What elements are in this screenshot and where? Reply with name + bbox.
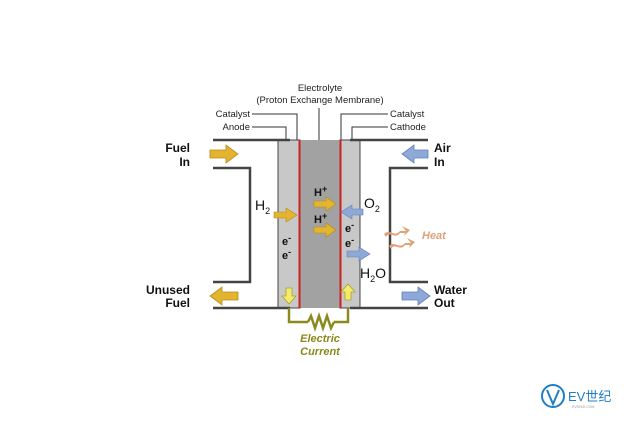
electron-left-2: e- xyxy=(282,247,291,262)
ev-logo-circle xyxy=(541,384,565,408)
electron-left-2-charge: - xyxy=(288,247,291,257)
air-in-label-line1: Air xyxy=(434,141,451,155)
catalyst-right-leader xyxy=(340,113,388,150)
hplus-1-charge: + xyxy=(322,184,327,194)
hplus-1-symbol: H xyxy=(314,187,322,199)
cathode-flow-plate xyxy=(350,138,428,310)
hplus-2-charge: + xyxy=(322,211,327,221)
air-in-arrow xyxy=(401,144,429,164)
h2o-subscript: 2 xyxy=(370,274,375,284)
heat-label: Heat xyxy=(422,230,447,242)
unused-fuel-label-line1: Unused xyxy=(146,283,190,297)
o2-label: O2 xyxy=(364,195,380,214)
electron-right-1: e- xyxy=(345,220,354,235)
water-product-arrow xyxy=(346,246,371,262)
membrane-label: (Proton Exchange Membrane) xyxy=(256,95,383,106)
catalyst-left-label: Catalyst xyxy=(216,109,251,120)
unused-fuel-arrow xyxy=(209,286,239,306)
anode-label: Anode xyxy=(223,122,250,133)
electron-right-2-symbol: e xyxy=(345,238,351,250)
h2o-o: O xyxy=(375,265,386,281)
cathode-label: Cathode xyxy=(390,122,426,133)
water-out-label-line1: Water xyxy=(434,283,467,297)
external-circuit xyxy=(287,308,350,332)
electron-left-1: e- xyxy=(282,233,291,248)
current-up-arrow xyxy=(340,283,356,301)
ev-logo-small-text: EVSHIJI.COM xyxy=(572,405,594,409)
hplus-arrow-1 xyxy=(313,196,337,212)
hplus-label-1: H+ xyxy=(314,184,327,199)
ev-logo: EV世纪 EVSHIJI.COM xyxy=(541,384,611,409)
h2o-label: H2O xyxy=(360,265,386,284)
water-out-label-line2: Out xyxy=(434,296,455,310)
proton-exchange-membrane xyxy=(300,140,340,308)
electron-left-2-symbol: e xyxy=(282,250,288,262)
electron-right-1-charge: - xyxy=(351,220,354,230)
h2-arrow xyxy=(273,207,298,223)
anode-electrode xyxy=(277,139,301,309)
electron-right-1-symbol: e xyxy=(345,223,351,235)
air-in-label-line2: In xyxy=(434,155,445,169)
h2o-h: H xyxy=(360,265,370,281)
unused-fuel-label-line2: Fuel xyxy=(165,296,190,310)
electrolyte-label: Electrolyte xyxy=(298,83,342,94)
ev-logo-text: EV世纪 xyxy=(568,389,611,404)
fuel-in-label-line1: Fuel xyxy=(165,141,190,155)
ev-logo-v-mark xyxy=(546,389,560,407)
o2-arrow xyxy=(340,204,364,220)
h2-label: H2 xyxy=(255,197,270,216)
water-out-arrow xyxy=(401,286,431,306)
hplus-label-2: H+ xyxy=(314,211,327,226)
electron-right-2: e- xyxy=(345,235,354,250)
electron-left-1-charge: - xyxy=(288,233,291,243)
h2-subscript: 2 xyxy=(265,206,270,216)
fuel-in-label-line2: In xyxy=(179,155,190,169)
anode-flow-plate xyxy=(213,138,290,310)
o2-symbol: O xyxy=(364,195,375,211)
electron-left-1-symbol: e xyxy=(282,236,288,248)
hplus-2-symbol: H xyxy=(314,214,322,226)
catalyst-right-label: Catalyst xyxy=(390,109,425,120)
heat-arrows xyxy=(384,226,415,249)
current-label: Current xyxy=(300,346,341,358)
o2-subscript: 2 xyxy=(375,204,380,214)
fuel-in-arrow xyxy=(209,144,239,164)
electron-right-2-charge: - xyxy=(351,235,354,245)
h2-symbol: H xyxy=(255,197,265,213)
electric-label: Electric xyxy=(300,333,340,345)
hplus-arrow-2 xyxy=(313,222,337,238)
current-down-arrow xyxy=(281,287,297,305)
catalyst-left-leader xyxy=(252,113,298,150)
